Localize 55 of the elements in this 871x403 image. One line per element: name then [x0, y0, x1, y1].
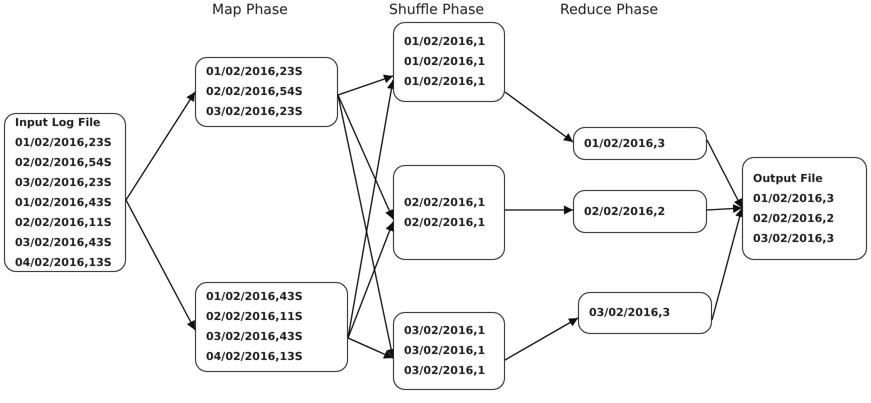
box-text: 03/02/2016,43S: [206, 329, 304, 345]
arrow: [711, 208, 744, 320]
box-text: 01/02/2016,43S: [15, 194, 113, 210]
box-text: Output File: [753, 170, 824, 186]
box-text: 03/02/2016,3: [589, 305, 672, 321]
box-text: 01/02/2016,3: [584, 136, 666, 152]
process-box: [393, 312, 505, 390]
box-text: 02/02/2016,2: [753, 210, 836, 226]
box-text: 01/02/2016,1: [404, 54, 486, 70]
process-box: [195, 57, 338, 127]
box-text: 01/02/2016,23S: [206, 64, 304, 80]
box-text: 02/02/2016,54S: [206, 84, 304, 100]
arrow: [505, 206, 573, 214]
arrow: [504, 317, 578, 361]
box-text: 01/02/2016,43S: [206, 289, 304, 305]
box-text: 03/02/2016,1: [404, 323, 486, 339]
box-text: 04/02/2016,13S: [206, 349, 304, 365]
process-box: [573, 190, 707, 233]
process-box: [393, 165, 505, 260]
arrow: [337, 94, 394, 220]
box-text: 02/02/2016,54S: [15, 154, 113, 170]
box-text: 03/02/2016,23S: [206, 104, 304, 120]
box-text: 02/02/2016,1: [404, 214, 486, 230]
box-text: 03/02/2016,3: [753, 230, 836, 246]
box-text: 03/02/2016,43S: [15, 234, 113, 250]
box-text: 03/02/2016,1: [404, 363, 486, 379]
box-text: 04/02/2016,13S: [15, 254, 113, 270]
box-text: 01/02/2016,3: [753, 190, 836, 206]
arrow: [347, 222, 394, 338]
box-text: 01/02/2016,1: [404, 34, 486, 50]
box-text: 03/02/2016,23S: [15, 174, 113, 190]
process-box: [742, 157, 867, 260]
arrow: [338, 74, 394, 96]
arrow: [706, 204, 742, 213]
box-text: 02/02/2016,1: [404, 194, 486, 210]
box-text: Input Log File: [15, 114, 102, 130]
box-text: 02/02/2016,11S: [15, 214, 113, 230]
process-box: [195, 282, 348, 372]
arrow: [504, 91, 574, 143]
arrow: [125, 200, 196, 330]
box-text: 01/02/2016,1: [404, 74, 486, 90]
box-text: 02/02/2016,2: [584, 204, 666, 220]
process-box: [578, 292, 712, 334]
arrow: [125, 92, 196, 200]
arrow: [706, 140, 743, 208]
process-box: [573, 127, 707, 160]
box-text: 03/02/2016,1: [404, 343, 486, 359]
box-text: 02/02/2016,11S: [206, 309, 304, 325]
phase-heading: Map Phase: [212, 2, 288, 18]
arrow: [348, 337, 394, 359]
process-box: [393, 22, 505, 102]
process-box: [4, 113, 126, 272]
phase-heading: Shuffle Phase: [389, 2, 484, 18]
box-text: 01/02/2016,23S: [15, 134, 113, 150]
phase-heading: Reduce Phase: [560, 2, 658, 18]
